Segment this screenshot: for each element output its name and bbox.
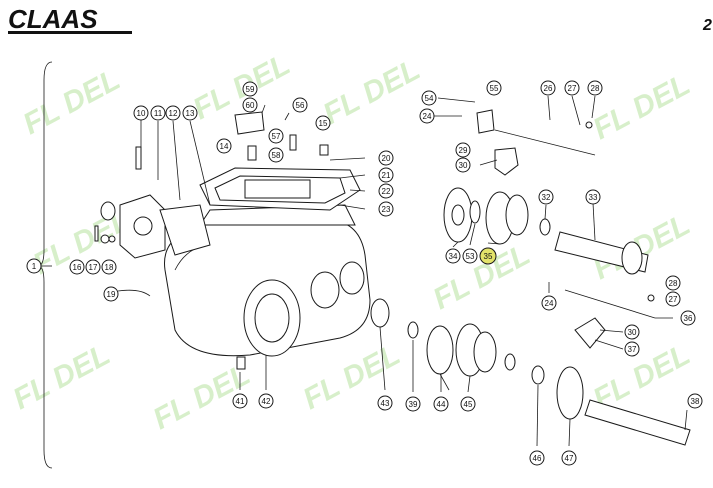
callout-60: 60 bbox=[246, 101, 255, 110]
lower-gears bbox=[370, 298, 584, 420]
callout-29: 29 bbox=[459, 146, 468, 155]
brand-logo-text: CLAAS bbox=[8, 4, 98, 34]
callout-27-right: 27 bbox=[669, 295, 678, 304]
callout-36: 36 bbox=[684, 314, 693, 323]
callout-54: 54 bbox=[425, 94, 434, 103]
callout-15: 15 bbox=[319, 119, 328, 128]
callout-38: 38 bbox=[691, 397, 700, 406]
shaft-38 bbox=[584, 399, 691, 446]
page-mark: 2 bbox=[702, 17, 712, 34]
watermark-3: FL DEL bbox=[318, 53, 426, 131]
callout-58: 58 bbox=[272, 151, 281, 160]
callout-56: 56 bbox=[296, 101, 305, 110]
callout-21: 21 bbox=[382, 171, 391, 180]
callout-53: 53 bbox=[466, 252, 475, 261]
top-cover-plate bbox=[199, 167, 361, 211]
callout-14: 14 bbox=[220, 142, 229, 151]
callout-18: 18 bbox=[105, 263, 114, 272]
small-fittings bbox=[94, 134, 329, 370]
callout-16: 16 bbox=[73, 263, 82, 272]
watermark-4: FL DEL bbox=[588, 68, 696, 146]
shift-rod-36 bbox=[564, 289, 656, 349]
callout-28-top: 28 bbox=[591, 84, 600, 93]
callout-30-top: 30 bbox=[459, 161, 468, 170]
callout-20: 20 bbox=[382, 154, 391, 163]
watermark-9: FL DEL bbox=[8, 338, 116, 416]
watermark-7: FL DEL bbox=[428, 238, 536, 316]
callout-39: 39 bbox=[409, 400, 418, 409]
callout-46: 46 bbox=[533, 454, 542, 463]
callout-markers: 1 10 11 12 13 14 15 16 17 18 19 20 21 22… bbox=[26, 80, 703, 466]
leader-lines bbox=[40, 95, 688, 447]
callout-35: 35 bbox=[484, 252, 493, 261]
callout-27-top: 27 bbox=[568, 84, 577, 93]
callout-59: 59 bbox=[246, 85, 255, 94]
callout-24-top: 24 bbox=[423, 112, 432, 121]
shaft-33 bbox=[554, 231, 649, 275]
callout-32: 32 bbox=[542, 193, 551, 202]
callout-37: 37 bbox=[628, 345, 637, 354]
callout-23: 23 bbox=[382, 205, 391, 214]
callout-33: 33 bbox=[589, 193, 598, 202]
callout-42: 42 bbox=[262, 397, 271, 406]
callout-34: 34 bbox=[449, 252, 458, 261]
callout-47: 47 bbox=[565, 454, 574, 463]
shift-parts-top bbox=[234, 109, 596, 176]
gear-cluster-middle bbox=[443, 187, 551, 245]
callout-19: 19 bbox=[107, 290, 116, 299]
callout-44: 44 bbox=[437, 400, 446, 409]
callout-24-right: 24 bbox=[545, 299, 554, 308]
claas-logo: CLAAS bbox=[8, 4, 132, 34]
callout-57: 57 bbox=[272, 132, 281, 141]
callout-10: 10 bbox=[137, 109, 146, 118]
callout-41: 41 bbox=[236, 397, 245, 406]
callout-17: 17 bbox=[89, 263, 98, 272]
side-plates bbox=[100, 194, 211, 259]
callout-55: 55 bbox=[490, 84, 499, 93]
callout-11: 11 bbox=[154, 109, 163, 118]
callout-28-right: 28 bbox=[669, 279, 678, 288]
callout-22: 22 bbox=[382, 187, 391, 196]
callout-35-highlight bbox=[479, 247, 497, 265]
callout-13: 13 bbox=[186, 109, 195, 118]
watermark-1: FL DEL bbox=[18, 63, 126, 141]
callout-43: 43 bbox=[381, 399, 390, 408]
callout-30-right: 30 bbox=[628, 328, 637, 337]
callout-12: 12 bbox=[169, 109, 178, 118]
callout-26: 26 bbox=[544, 84, 553, 93]
callout-1: 1 bbox=[32, 262, 37, 271]
callout-45: 45 bbox=[464, 400, 473, 409]
